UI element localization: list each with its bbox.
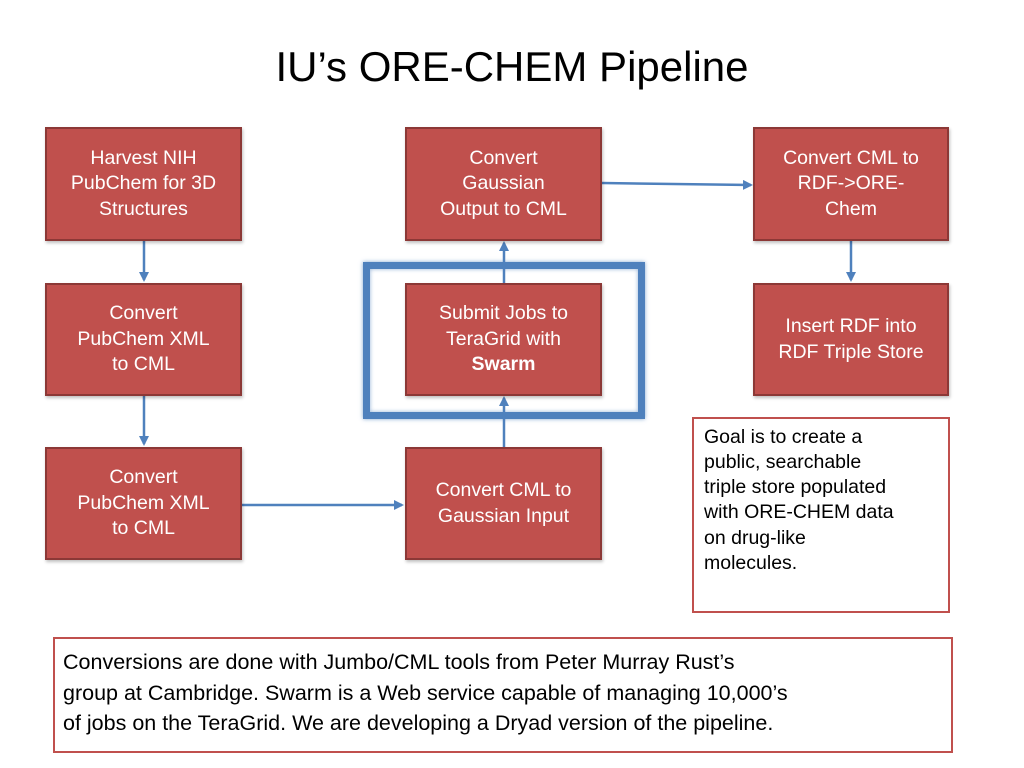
- submit-jobs-box: Submit Jobs to TeraGrid with Swarm: [405, 283, 602, 396]
- convert-pubchem-xml-label-2: Convert PubChem XML to CML: [77, 466, 210, 540]
- footer-note: Conversions are done with Jumbo/CML tool…: [53, 637, 953, 753]
- insert-rdf-label: Insert RDF into RDF Triple Store: [778, 315, 924, 363]
- convert-pubchem-xml-box-2: Convert PubChem XML to CML: [45, 447, 242, 560]
- convert-cml-gaussian-input-box: Convert CML to Gaussian Input: [405, 447, 602, 560]
- convert-cml-rdf-label: Convert CML to RDF->ORE- Chem: [783, 146, 919, 220]
- convert-cml-gaussian-input-label: Convert CML to Gaussian Input: [435, 479, 572, 527]
- convert-pubchem-xml-label-1: Convert PubChem XML to CML: [77, 302, 210, 376]
- insert-rdf-box: Insert RDF into RDF Triple Store: [753, 283, 949, 396]
- submit-jobs-content: Submit Jobs to TeraGrid with Swarm: [439, 301, 568, 377]
- submit-jobs-label: Submit Jobs to TeraGrid with: [439, 302, 568, 350]
- slide-title: IU’s ORE-CHEM Pipeline: [275, 43, 749, 90]
- convert-cml-rdf-box: Convert CML to RDF->ORE- Chem: [753, 127, 949, 241]
- swarm-label: Swarm: [471, 353, 536, 376]
- convert-gaussian-output-box: Convert Gaussian Output to CML: [405, 127, 602, 241]
- goal-note: Goal is to create a public, searchable t…: [692, 417, 950, 613]
- convert-pubchem-xml-box-1: Convert PubChem XML to CML: [45, 283, 242, 396]
- harvest-pubchem-box: Harvest NIH PubChem for 3D Structures: [45, 127, 242, 241]
- convert-gaussian-output-label: Convert Gaussian Output to CML: [440, 146, 567, 220]
- arrow-gaussian-output-to-rdf: [601, 179, 753, 190]
- harvest-pubchem-label: Harvest NIH PubChem for 3D Structures: [70, 146, 217, 220]
